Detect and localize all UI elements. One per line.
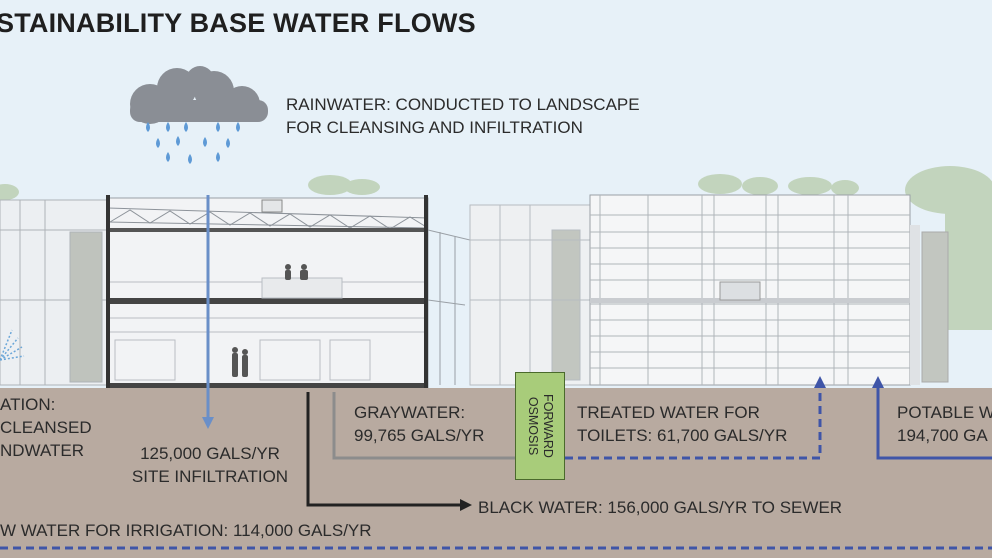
- graywater-line: [332, 392, 515, 460]
- rainwater-label: RAINWATER: CONDUCTED TO LANDSCAPE FOR CL…: [286, 93, 640, 139]
- background-trees: [0, 166, 992, 330]
- building-section: [106, 195, 498, 390]
- groundwater-line-2: CLEANSED: [0, 418, 92, 437]
- ground: [0, 388, 992, 558]
- black-water-arrow: [306, 392, 472, 511]
- groundwater-label: ATION: CLEANSED NDWATER: [0, 393, 92, 462]
- cloud-icon: [130, 66, 268, 124]
- groundwater-line-3: NDWATER: [0, 441, 85, 460]
- right-facade: [589, 194, 949, 386]
- forward-osmosis-box: FORWARD OSMOSIS: [515, 372, 565, 480]
- sprinkler-icon: [0, 329, 25, 361]
- treated-water-label: TREATED WATER FOR TOILETS: 61,700 GALS/Y…: [577, 401, 787, 447]
- potable-line-1: POTABLE W: [897, 403, 992, 422]
- forward-osmosis-line-2: OSMOSIS: [526, 396, 540, 456]
- potable-water-arrow: [872, 376, 992, 460]
- rainwater-line-2: FOR CLEANSING AND INFILTRATION: [286, 118, 583, 137]
- potable-line-2: 194,700 GA: [897, 426, 988, 445]
- page-title: STAINABILITY BASE WATER FLOWS: [0, 8, 476, 38]
- infiltration-label: 125,000 GALS/YR SITE INFILTRATION: [130, 442, 290, 488]
- infiltration-line-1: 125,000 GALS/YR: [140, 444, 280, 463]
- forward-osmosis-line-1: FORWARD: [541, 394, 555, 458]
- rainwater-line-1: RAINWATER: CONDUCTED TO LANDSCAPE: [286, 95, 640, 114]
- rain-drops-icon: [146, 122, 240, 164]
- forward-osmosis-label: FORWARD OSMOSIS: [525, 394, 555, 458]
- middle-facade: [469, 204, 591, 386]
- black-water-label: BLACK WATER: 156,000 GALS/YR TO SEWER: [478, 498, 843, 517]
- left-facade: [0, 199, 111, 386]
- potable-water-label: POTABLE W 194,700 GA: [897, 401, 992, 447]
- treated-water-arrow: [565, 376, 826, 460]
- infiltration-line-2: SITE INFILTRATION: [131, 467, 289, 486]
- treated-line-1: TREATED WATER FOR: [577, 403, 760, 422]
- graywater-line-2: 99,765 GALS/YR: [354, 426, 485, 445]
- graywater-label: GRAYWATER: 99,765 GALS/YR: [354, 401, 484, 447]
- people-silhouettes: [232, 264, 498, 379]
- graywater-line-1: GRAYWATER:: [354, 403, 466, 422]
- treated-line-2: TOILETS: 61,700 GALS/YR: [577, 426, 788, 445]
- irrigation-label: W WATER FOR IRRIGATION: 114,000 GALS/YR: [0, 521, 372, 540]
- groundwater-line-1: ATION:: [0, 395, 56, 414]
